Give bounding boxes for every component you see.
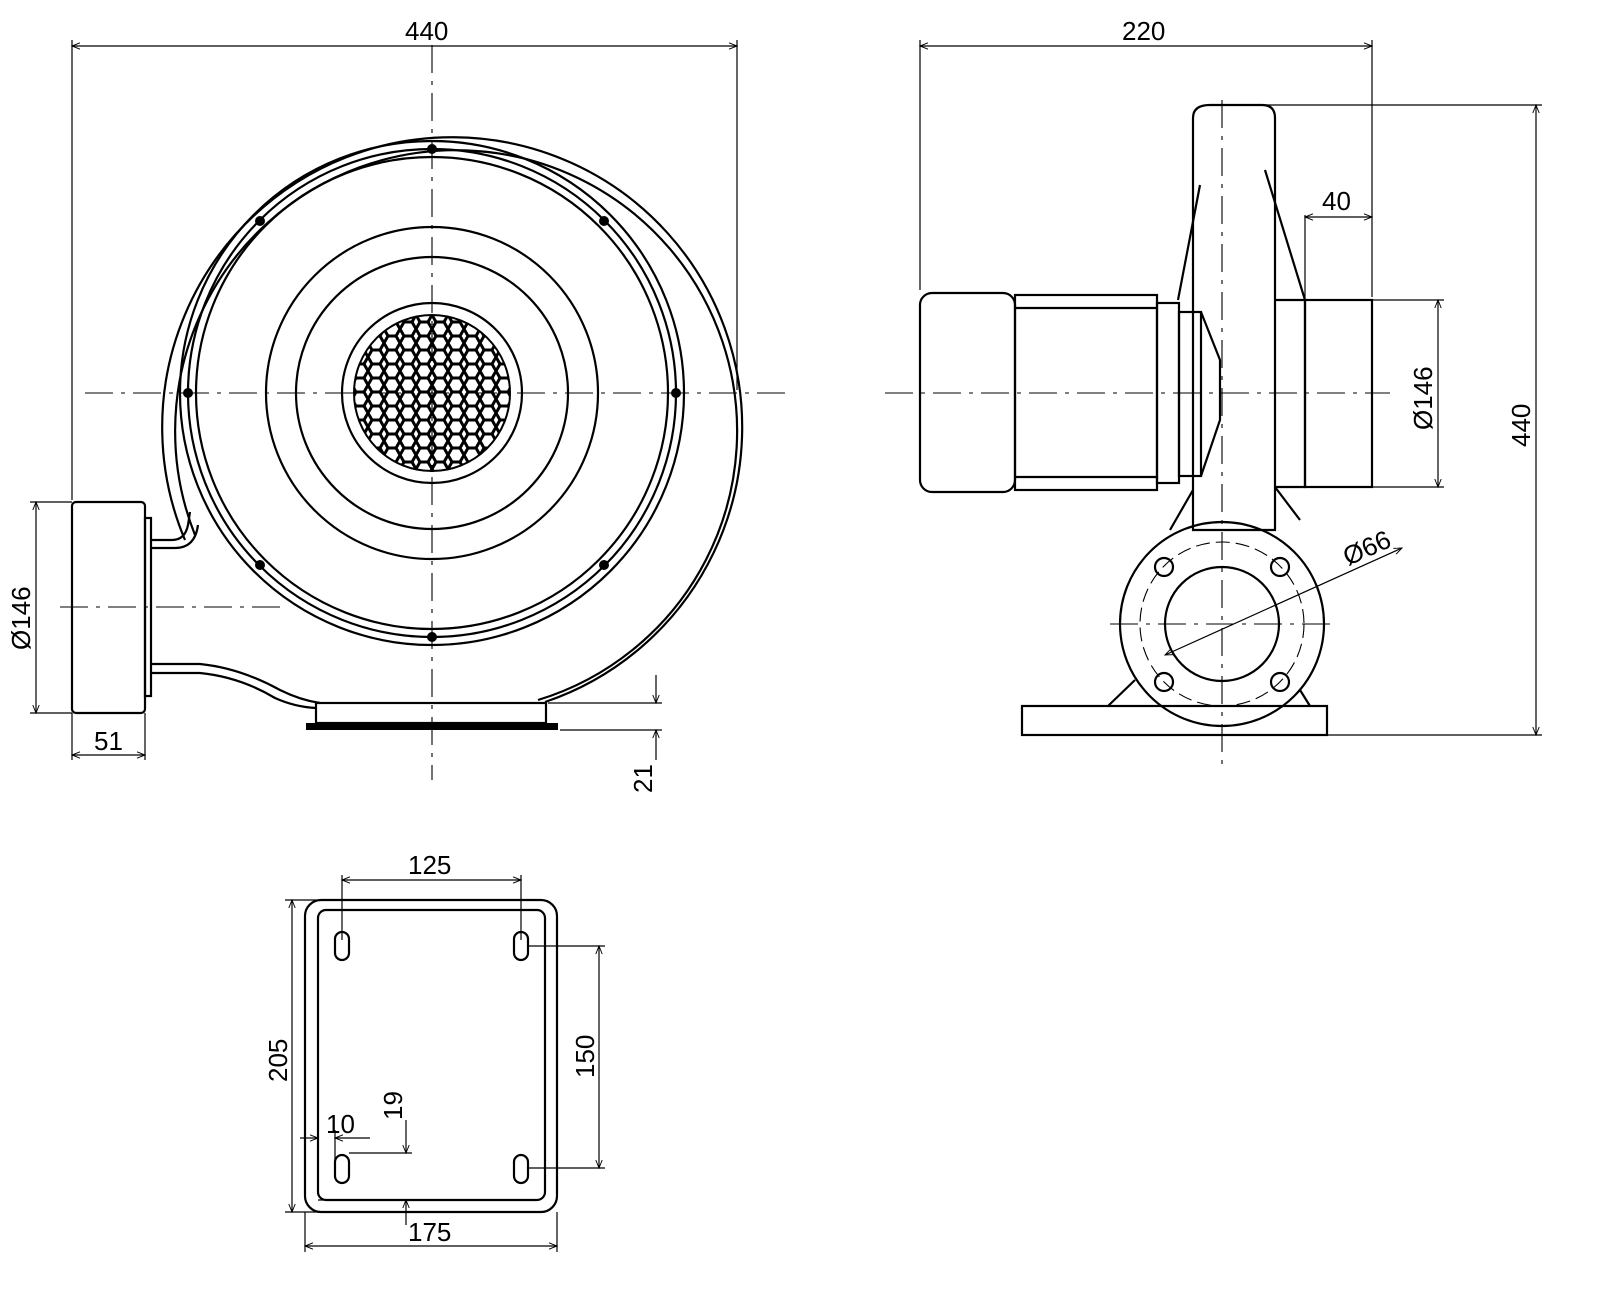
dim-width: 440 [405,16,448,46]
dim-width-base: 175 [408,1217,451,1247]
base-plate-view: 125 205 150 19 10 175 [263,850,605,1252]
dim-hole-spacing-y: 150 [570,1035,600,1078]
front-view: 440 Ø146 51 21 [6,16,790,793]
volute-outer [161,136,744,704]
side-view: 220 40 Ø146 440 Ø66 [885,16,1542,765]
dim-base-height: 21 [628,764,658,793]
dim-outlet-diameter: Ø146 [6,586,36,650]
dim-length: 205 [263,1039,293,1082]
dim-outlet-depth: 51 [94,726,123,756]
dim-flange-length: 40 [1322,186,1351,216]
dim-side-outlet-diameter: Ø146 [1408,366,1438,430]
dim-depth: 220 [1122,16,1165,46]
dim-slot-offset-y: 19 [378,1091,408,1120]
side-base [1020,704,1329,737]
dim-height: 440 [1506,404,1536,447]
mounting-slots [333,930,530,1185]
dim-slot-offset-x: 10 [326,1109,355,1139]
dim-hole-spacing-x: 125 [408,850,451,880]
volute-inner [174,149,739,702]
